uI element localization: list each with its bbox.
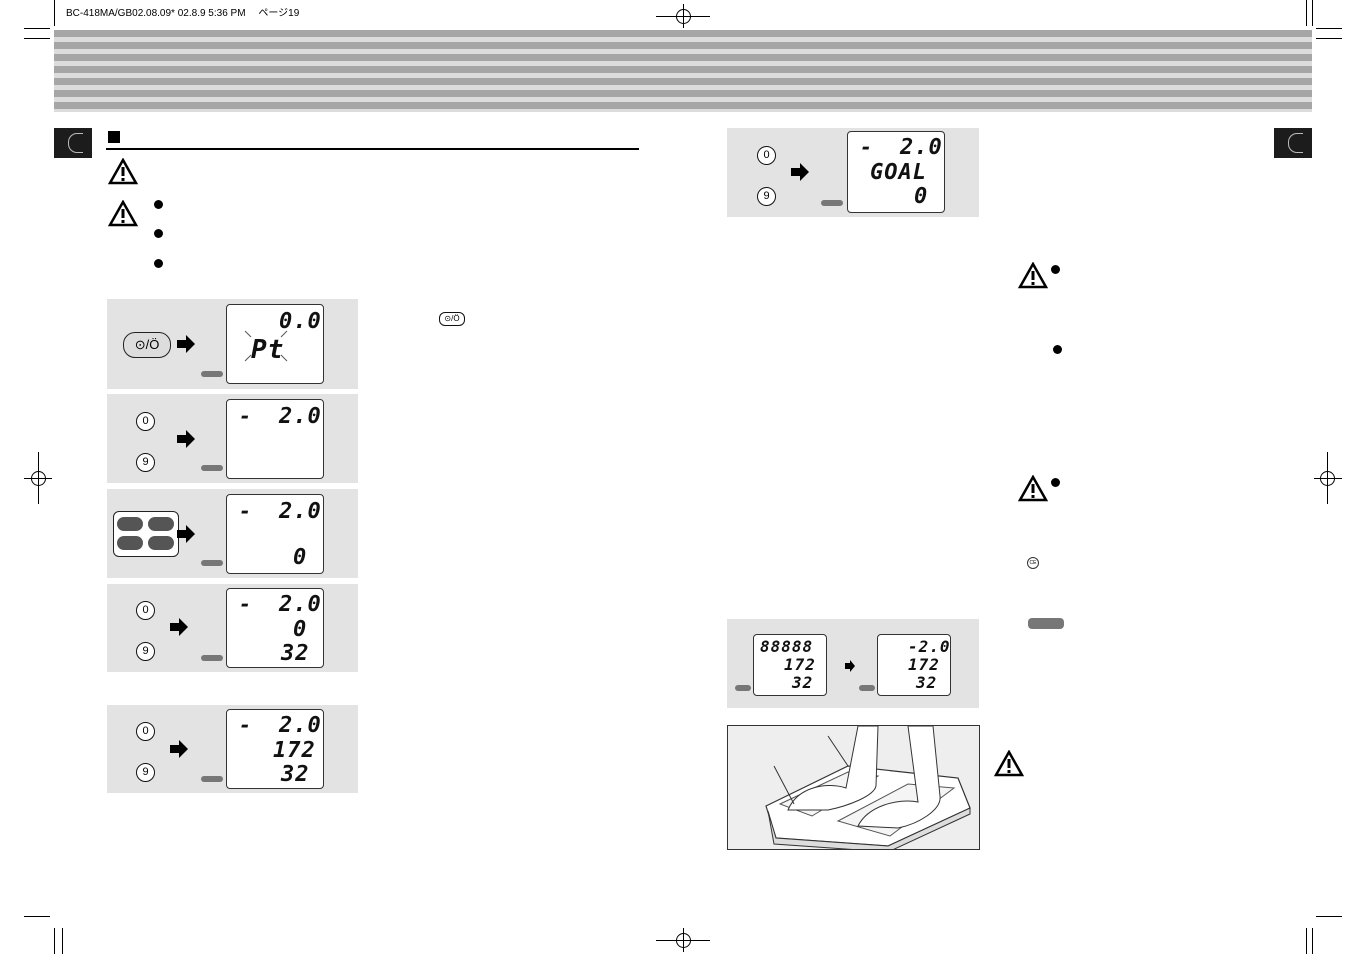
- lcd-bottom-value: 0: [914, 184, 929, 209]
- up-button[interactable]: [117, 517, 143, 531]
- lcd-display: - 2.0 GOAL 0: [847, 131, 945, 213]
- step-panel-2: 0 9 - 2.0: [107, 394, 358, 483]
- lcd-bottom-value: 32: [281, 762, 310, 787]
- right-arrow-icon: [170, 740, 188, 758]
- lcd-test-display: 88888 172 32: [753, 634, 827, 696]
- lcd-mid-value: Pt: [251, 335, 285, 365]
- lcd-mid-value: 172: [273, 738, 316, 763]
- nine-key[interactable]: 9: [136, 763, 155, 782]
- section-heading-square: [108, 131, 120, 143]
- lcd-display: 0.0 Pt: [226, 304, 324, 384]
- lcd-top-value: 2.0: [279, 404, 322, 429]
- power-key-inline-icon: ⊙/Ö: [439, 312, 465, 326]
- right-arrow-icon: [170, 618, 188, 636]
- zero-key[interactable]: 0: [757, 146, 776, 165]
- lcd-top-value: -2.0: [908, 637, 951, 656]
- step-panel-1: ⊙/Ö 0.0 Pt: [107, 299, 358, 389]
- scale-button-bar: [821, 200, 843, 206]
- lcd-top-value: 88888: [760, 637, 814, 656]
- nine-key[interactable]: 9: [136, 453, 155, 472]
- right-arrow-icon: [177, 335, 195, 353]
- lcd-bottom-value: 0: [293, 545, 308, 570]
- lcd-top-value: 2.0: [279, 499, 322, 524]
- lcd-top-value: 0.0: [279, 309, 322, 334]
- lcd-bottom-value: 32: [792, 673, 814, 692]
- right-arrow-icon: [177, 430, 195, 448]
- bullet-icon: [154, 259, 163, 268]
- flash-rays-icon: [244, 330, 288, 362]
- warning-triangle-icon: [1018, 475, 1048, 502]
- step-panel-4: 0 9 - 2.0 0 32: [107, 584, 358, 672]
- lcd-bottom-value: 32: [916, 673, 938, 692]
- scale-button-bar: [735, 685, 751, 691]
- right-arrow-icon: [791, 163, 809, 181]
- lcd-minus-sign: -: [860, 135, 874, 159]
- feet-on-scale-illustration: [727, 725, 980, 853]
- step-panel-3: - 2.0 0: [107, 489, 358, 578]
- bullet-icon: [1051, 478, 1060, 487]
- bullet-icon: [1051, 265, 1060, 274]
- lcd-mid-value: 172: [908, 655, 940, 674]
- scale-button-bar: [201, 776, 223, 782]
- clear-entry-key-icon: CE: [1027, 557, 1039, 569]
- lcd-top-value: 2.0: [900, 135, 943, 160]
- measurement-sequence-panel: 88888 172 32 -2.0 172 32: [727, 619, 979, 708]
- down-button[interactable]: [148, 536, 174, 550]
- bullet-icon: [154, 200, 163, 209]
- warning-triangle-icon: [1018, 262, 1048, 289]
- right-arrow-icon: [845, 660, 855, 672]
- scale-button-bar: [201, 560, 223, 566]
- scale-button-bar: [201, 655, 223, 661]
- lcd-minus-sign: -: [239, 713, 253, 737]
- warning-triangle-icon: [108, 200, 138, 227]
- print-header: BC-418MA/GB02.08.09* 02.8.9 5:36 PM ページ1…: [66, 8, 300, 19]
- lcd-top-value: 2.0: [279, 713, 322, 738]
- lcd-minus-sign: -: [239, 404, 253, 428]
- zero-key[interactable]: 0: [136, 722, 155, 741]
- lcd-mid-value: 0: [293, 617, 308, 642]
- up-button[interactable]: [148, 517, 174, 531]
- lcd-minus-sign: -: [239, 592, 253, 616]
- nine-key[interactable]: 9: [136, 642, 155, 661]
- lcd-goal-text: GOAL: [870, 160, 927, 185]
- down-button[interactable]: [117, 536, 143, 550]
- nine-key[interactable]: 9: [757, 187, 776, 206]
- header-banner: [54, 30, 1312, 112]
- warning-triangle-icon: [994, 750, 1024, 777]
- lcd-display: - 2.0: [226, 399, 324, 479]
- lcd-mid-value: 172: [784, 655, 816, 674]
- scale-platform-drawing: [765, 725, 971, 853]
- scale-button-bar: [859, 685, 875, 691]
- power-button[interactable]: ⊙/Ö: [123, 332, 171, 358]
- page-tab-left: [54, 128, 92, 158]
- warning-triangle-icon: [108, 158, 138, 185]
- lcd-display: - 2.0 172 32: [226, 709, 324, 789]
- page-tab-right: [1274, 128, 1312, 158]
- step-panel-5: 0 9 - 2.0 172 32: [107, 705, 358, 793]
- right-arrow-icon: [177, 525, 195, 543]
- bullet-icon: [1053, 345, 1062, 354]
- heading-rule: [106, 148, 639, 150]
- scale-button-icon: [1028, 618, 1064, 629]
- up-down-buttons: [113, 511, 179, 557]
- lcd-minus-sign: -: [239, 499, 253, 523]
- goal-panel: 0 9 - 2.0 GOAL 0: [727, 128, 979, 217]
- lcd-display: - 2.0 0 32: [226, 588, 324, 668]
- scale-button-bar: [201, 465, 223, 471]
- lcd-bottom-value: 32: [281, 641, 310, 666]
- lcd-display: - 2.0 0: [226, 494, 324, 574]
- lcd-top-value: 2.0: [279, 592, 322, 617]
- scale-button-bar: [201, 371, 223, 377]
- zero-key[interactable]: 0: [136, 601, 155, 620]
- zero-key[interactable]: 0: [136, 412, 155, 431]
- lcd-result-display: -2.0 172 32: [877, 634, 951, 696]
- bullet-icon: [154, 229, 163, 238]
